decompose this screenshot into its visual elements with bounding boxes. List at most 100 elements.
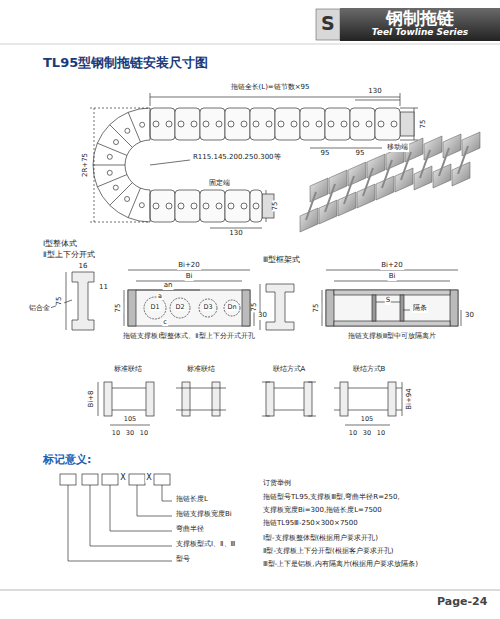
standard-join	[98, 382, 154, 425]
link-pin	[107, 154, 112, 159]
text-label: 固定端	[208, 180, 231, 188]
text-label: Ⅱ型上下分开式	[42, 251, 96, 259]
dimension-label: 95	[320, 150, 331, 158]
link-pin	[353, 121, 359, 127]
aluminum-bar	[334, 290, 450, 295]
chain-link	[225, 190, 250, 222]
photo-bar	[458, 146, 468, 174]
page-title: TL95型钢制拖链安装尺寸图	[42, 56, 209, 70]
bend-joint	[93, 165, 125, 166]
link-pin	[114, 140, 119, 145]
hole	[199, 299, 217, 317]
bend-joint	[128, 188, 140, 218]
code-leaders	[68, 485, 172, 561]
chain-link	[175, 190, 200, 222]
dimension-label: 拖链支撑板Ⅰ型整体式、Ⅱ型上下分开式开孔	[122, 333, 255, 340]
side-plate	[450, 290, 458, 326]
text-label: 拖链支撑板宽度Bi	[175, 511, 233, 519]
dimension-label: 16	[78, 263, 89, 271]
link-pin	[153, 203, 159, 209]
dimension-label: 联结方式A	[272, 366, 307, 374]
chain-photo	[300, 132, 480, 232]
dimension-label: Dn	[226, 304, 237, 311]
text-label: 隔条	[412, 305, 428, 313]
link-pin	[228, 203, 234, 209]
aluminum-bar	[334, 321, 450, 326]
vertical-dimension: Bi+94	[406, 387, 414, 411]
text-label: 拖链型号TL95,支撑板Ⅲ型,弯曲半径R=250,	[262, 494, 401, 502]
dim-line	[461, 310, 462, 326]
link-pin	[378, 121, 384, 127]
s-box	[316, 9, 340, 40]
support-plate	[128, 290, 250, 326]
photo-bar	[439, 148, 449, 176]
standard-join	[176, 382, 226, 416]
link-pin	[191, 203, 197, 209]
side-plate	[326, 290, 334, 326]
photo-bar	[420, 150, 430, 178]
bend-joint	[97, 175, 127, 187]
hole	[224, 300, 240, 316]
bend-joint	[97, 143, 127, 155]
frame-plate	[326, 290, 458, 326]
vertical-dimension: Bi+8	[88, 389, 96, 408]
header-rule	[0, 44, 500, 45]
banner-subtitle: Teel Towline Series	[344, 28, 496, 38]
dimension-label: 10	[139, 430, 149, 437]
chain-link	[375, 108, 400, 140]
chain-link	[200, 108, 225, 140]
dimension-label: Bi+20	[177, 262, 201, 270]
dimension-label: 95	[355, 150, 366, 158]
chain-link	[250, 190, 262, 222]
vertical-dimension: 75	[272, 201, 280, 212]
dimension-label: c	[162, 319, 168, 326]
leader	[403, 310, 410, 311]
link-pin	[366, 121, 372, 127]
dimension-label: 30	[362, 430, 372, 437]
text-label: Ⅲ型框架式	[262, 256, 301, 264]
text-label: R115.145.200.250.300等	[192, 154, 282, 162]
text-label: 30	[257, 312, 268, 320]
text-label: 型号	[175, 556, 191, 564]
hole	[144, 297, 166, 319]
dimension-label: D1	[149, 304, 160, 311]
bend-joint	[110, 125, 133, 148]
text-label: 支撑板型式Ⅰ、Ⅱ、Ⅲ	[175, 541, 236, 549]
vertical-dimension: 75	[115, 303, 123, 314]
link-pin	[203, 203, 209, 209]
link-pin	[316, 121, 322, 127]
chain-link	[150, 108, 175, 140]
dim-line	[210, 228, 262, 229]
bend-joint	[110, 183, 133, 206]
text-label: 拖链TL95Ⅲ-250×300×7500	[262, 520, 359, 528]
chain-link	[175, 108, 200, 140]
dimension-label: 10	[348, 430, 358, 437]
link-pin	[253, 121, 259, 127]
chain-link	[350, 108, 375, 140]
dim-ext	[400, 108, 418, 109]
chain-links	[93, 108, 400, 222]
code-box	[60, 474, 76, 485]
link-pin	[391, 121, 397, 127]
dim-ext	[400, 140, 418, 141]
link-pin	[241, 121, 247, 127]
code-box	[154, 474, 170, 485]
link-pin	[140, 122, 145, 127]
chain-bend	[93, 108, 150, 222]
dimension-label: a	[157, 293, 163, 300]
join-b	[334, 382, 402, 425]
text-label: 支撑板宽度Bi=300,拖链长度L=7500	[262, 507, 383, 515]
frame-profile	[266, 284, 294, 330]
moving-end-bracket	[400, 112, 414, 136]
hole	[170, 298, 190, 318]
dimension-label: D2	[174, 304, 185, 311]
dimension-label: 10	[111, 430, 121, 437]
photo-bar	[325, 184, 335, 212]
text-label: Ⅰ型整体式	[42, 240, 78, 248]
text-label: 拖链长度L	[175, 496, 209, 504]
link-pin	[328, 121, 334, 127]
banner-title: 钢制拖链	[344, 9, 496, 28]
join-a	[262, 382, 316, 416]
generated-repeats	[93, 108, 480, 232]
